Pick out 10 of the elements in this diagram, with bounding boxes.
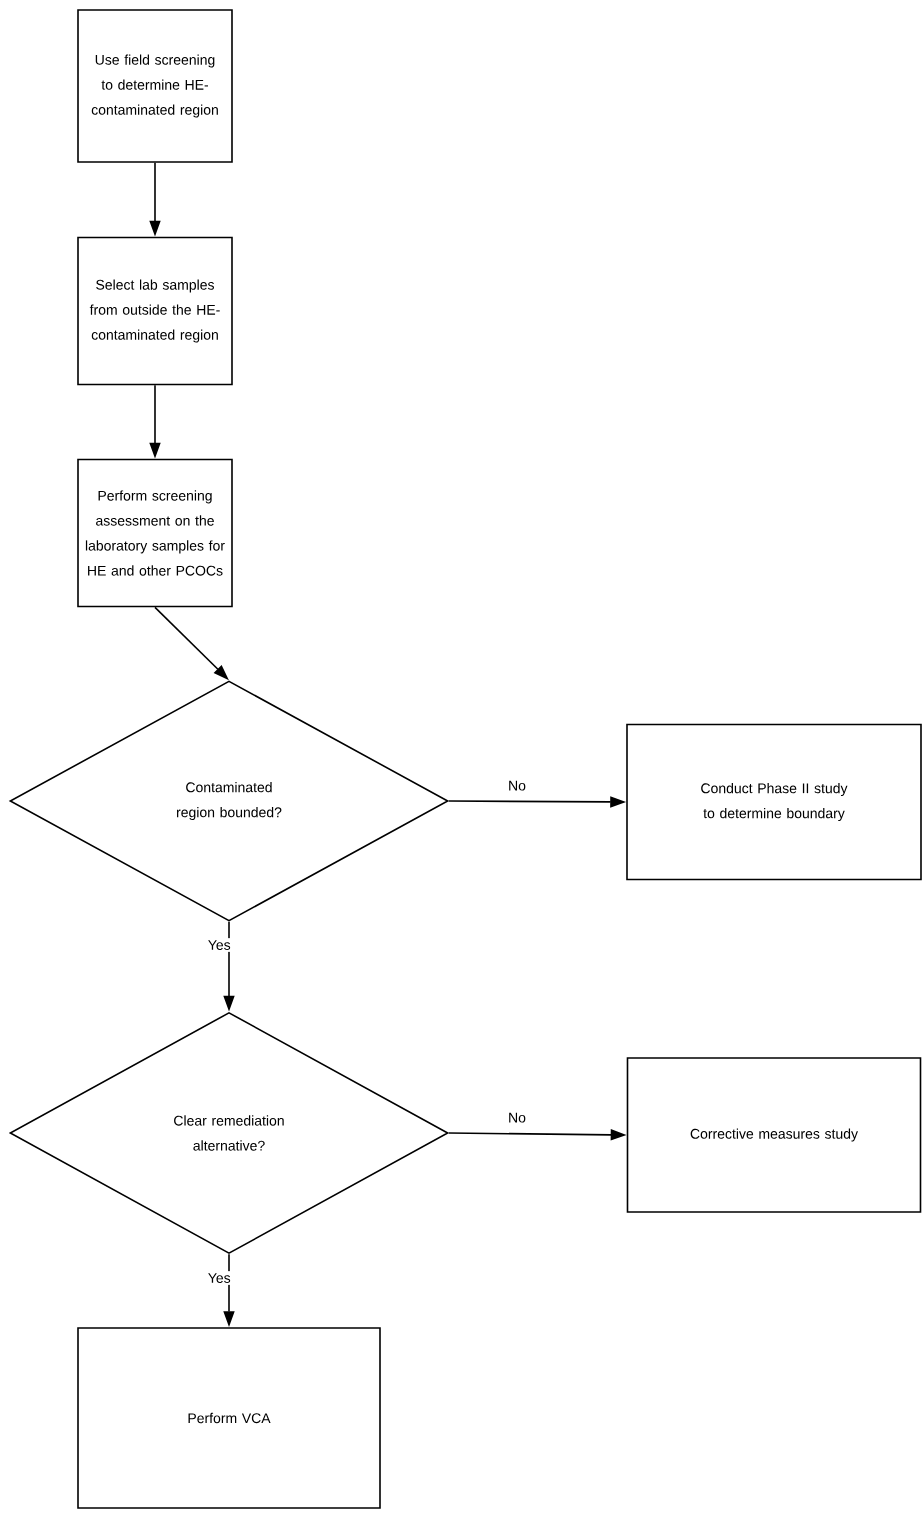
process-box: Perform screening assessment on the laboratory samples for HE and other PCOCs [77,458,233,608]
process-box: Use field screening to determine HE-contaminated region [77,9,233,163]
edge-label: Yes [205,938,233,952]
process-box: Perform VCA [77,1327,381,1509]
process-box: Conduct Phase II study to determine boundary [626,723,922,881]
edge-label: Yes [205,1271,233,1285]
edge-label: No [506,778,528,793]
edge-label: No [506,1110,528,1125]
process-box: Select lab samples from outside the HE-contaminated region [77,236,233,386]
process-box: Corrective measures study [626,1057,922,1213]
